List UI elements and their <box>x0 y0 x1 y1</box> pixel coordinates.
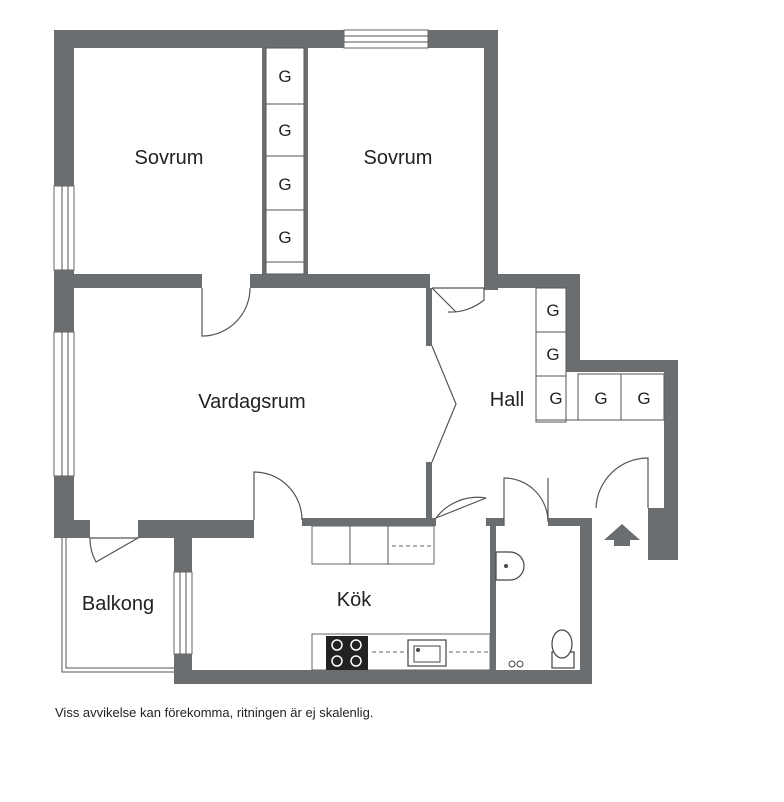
floor-drain-icon <box>508 660 524 668</box>
room-label-vardagsrum: Vardagsrum <box>198 391 305 413</box>
closet-label: G <box>546 301 559 320</box>
closet-label: G <box>278 228 291 247</box>
room-label-sovrum-left: Sovrum <box>135 147 204 169</box>
disclaimer-text: Viss avvikelse kan förekomma, ritningen … <box>55 705 374 720</box>
closet-label: G <box>278 121 291 140</box>
balcony-railing <box>61 538 174 673</box>
stove-icon <box>326 636 368 670</box>
toilet-icon <box>551 629 575 669</box>
entrance-arrow-icon <box>604 524 640 546</box>
closet-label: G <box>594 389 607 408</box>
doors <box>89 287 649 563</box>
closet-label: G <box>549 389 562 408</box>
closet-label: G <box>546 345 559 364</box>
room-label-sovrum-right: Sovrum <box>364 147 433 169</box>
room-label-kok: Kök <box>337 589 372 611</box>
walls <box>54 30 678 684</box>
kitchen-upper-cabinets <box>311 525 435 565</box>
windows <box>53 29 429 655</box>
kitchen-sink-icon <box>407 639 447 667</box>
closet-label: G <box>637 389 650 408</box>
room-label-hall: Hall <box>490 389 524 411</box>
closet-label: G <box>278 67 291 86</box>
closets <box>265 47 665 423</box>
closet-label: G <box>278 175 291 194</box>
washbasin-icon <box>495 551 525 581</box>
room-label-balkong: Balkong <box>82 593 154 615</box>
